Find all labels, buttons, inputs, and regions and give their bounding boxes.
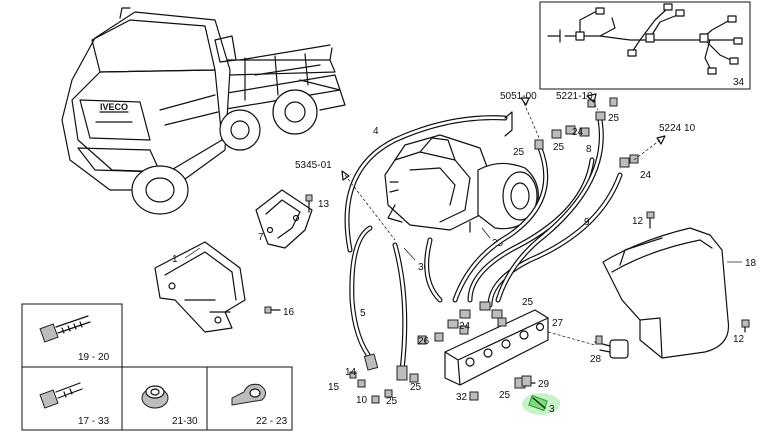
callout-14: 14 <box>345 367 357 378</box>
callout-34: 34 <box>733 77 745 88</box>
clip-icon <box>231 383 266 406</box>
ref-5224-10: 5224 10 <box>659 123 696 134</box>
bolt-12-upper <box>646 211 655 229</box>
callout-16: 16 <box>283 307 295 318</box>
callout-25-top-a: 25 <box>513 147 525 158</box>
legend-label-bolt-long: 19 - 20 <box>78 352 110 363</box>
callout-24-top: 24 <box>572 127 584 138</box>
ref-5345-01: 5345-01 <box>295 160 332 171</box>
hose-5 <box>349 225 379 371</box>
callout-28: 28 <box>590 354 602 365</box>
bolt-12-lower <box>741 319 750 333</box>
sensor-28 <box>594 335 629 359</box>
callout-25-manifold: 25 <box>499 390 511 401</box>
callout-13: 13 <box>318 199 330 210</box>
bolt-long-icon <box>39 315 91 343</box>
callout-8: 8 <box>586 144 592 155</box>
callout-15: 15 <box>328 382 340 393</box>
callout-26: 26 <box>418 336 430 347</box>
callout-25-lower-b: 25 <box>410 382 422 393</box>
hose-36 <box>392 242 408 381</box>
hose-4 <box>344 111 513 253</box>
callout-29: 29 <box>538 379 550 390</box>
callout-24-mid: 24 <box>459 321 471 332</box>
pump-motor-unit <box>384 134 539 233</box>
callout-7: 7 <box>258 232 264 243</box>
callout-25-top-c: 25 <box>608 113 620 124</box>
legend-label-grommet: 21-30 <box>172 416 198 427</box>
hose-8 <box>467 157 595 303</box>
legend-label-clip: 22 - 23 <box>256 416 288 427</box>
callout-1: 1 <box>172 254 178 265</box>
svg-text:IVECO: IVECO <box>100 102 128 112</box>
bolt-32 <box>469 391 479 401</box>
callout-18: 18 <box>745 258 757 269</box>
harness-panel: 34 <box>539 1 751 90</box>
bracket-1 <box>154 241 246 333</box>
callout-12-lower: 12 <box>733 334 745 345</box>
callout-25-lower-a: 25 <box>386 396 398 407</box>
callout-32: 32 <box>456 392 468 403</box>
legend-boxes: 19 - 20 17 - 33 21-30 22 - 23 <box>21 303 293 431</box>
highlighted-fitting-3[interactable] <box>522 393 560 415</box>
callout-24-right: 24 <box>640 170 652 181</box>
grommet-icon <box>141 385 169 409</box>
ref-5051-00: 5051-00 <box>500 91 537 102</box>
hose-extra <box>424 117 604 303</box>
manifold-block <box>444 309 549 386</box>
bolt-16 <box>264 306 281 314</box>
guard-cover-18 <box>602 227 730 359</box>
bracket-7 <box>255 189 313 249</box>
callout-3: 3 <box>549 404 555 415</box>
top-fittings <box>534 97 639 168</box>
legend-label-bolt-short: 17 - 33 <box>78 416 110 427</box>
truck-illustration: IVECO <box>61 7 346 215</box>
bolt-13 <box>305 194 313 213</box>
fitting-29 <box>521 375 532 387</box>
callout-12-upper: 12 <box>632 216 644 227</box>
callout-9: 9 <box>584 217 590 228</box>
callout-4: 4 <box>373 126 379 137</box>
callout-27: 27 <box>552 318 564 329</box>
ref-5221-10: 5221-10 <box>556 91 593 102</box>
callout-36: 36 <box>418 262 430 273</box>
hose-9 <box>487 172 623 308</box>
callout-25-top-b: 25 <box>553 142 565 153</box>
callout-5: 5 <box>360 308 366 319</box>
callout-10: 10 <box>356 395 368 406</box>
bolt-short-icon <box>39 382 83 409</box>
callout-25-mid: 25 <box>522 297 534 308</box>
lower-fittings <box>349 325 469 404</box>
